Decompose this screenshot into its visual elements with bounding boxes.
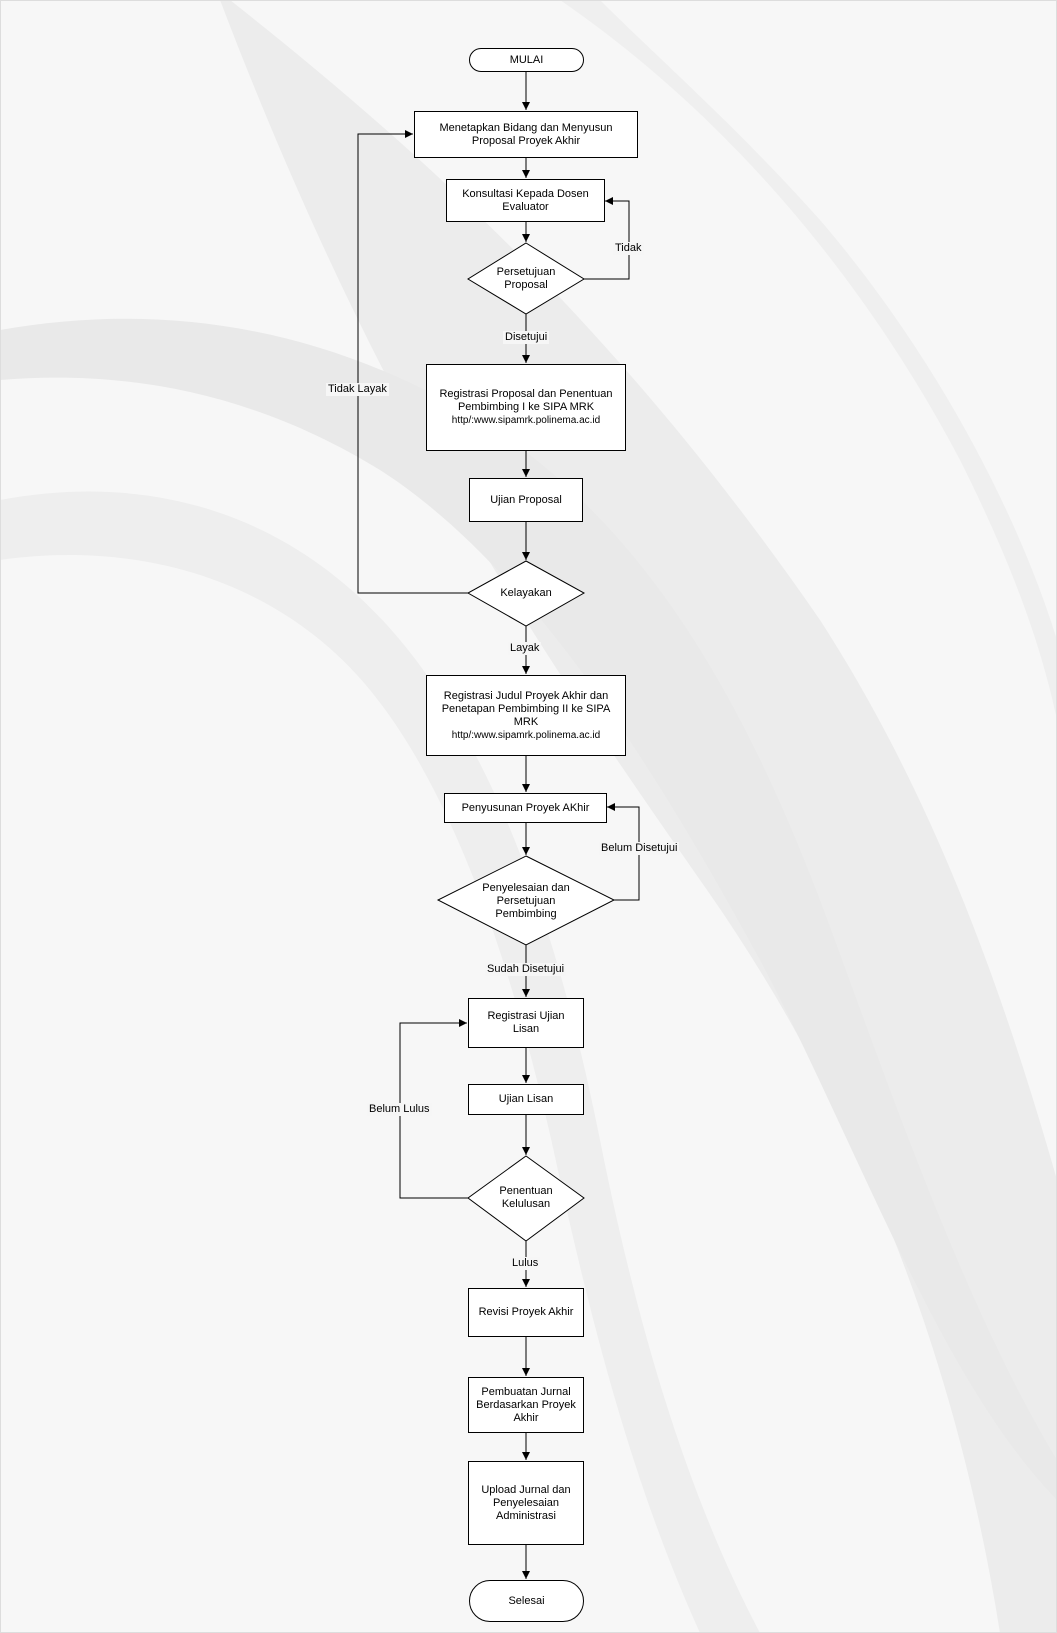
start-terminal: MULAI [469,48,584,72]
step-ujian-proposal: Ujian Proposal [469,478,583,522]
step-registrasi-ujian-lisan: Registrasi Ujian Lisan [468,998,584,1048]
edge-d2-s1-tidak-layak [357,130,468,594]
edge-label-belum-disetujui: Belum Disetujui [599,842,680,855]
step-ujian-lisan: Ujian Lisan [468,1084,584,1115]
edge-label-tidak: Tidak [613,242,644,255]
end-terminal: Selesai [469,1580,584,1622]
step-label: Registrasi Ujian Lisan [487,1010,565,1035]
step-url: http/:www.sipamrk.polinema.ac.id [451,415,601,426]
step-registrasi-judul: Registrasi Judul Proyek Akhir dan Peneta… [426,675,626,756]
step-revisi-proyek: Revisi Proyek Akhir [468,1288,584,1337]
step-label: Registrasi Proposal dan Penentuan Pembim… [439,388,613,413]
step-registrasi-proposal: Registrasi Proposal dan Penentuan Pembim… [426,364,626,451]
step-penyusunan-proyek: Penyusunan Proyek AKhir [444,793,607,823]
step-upload-jurnal: Upload Jurnal dan Penyelesaian Administr… [468,1461,584,1545]
edge-label-sudah-disetujui: Sudah Disetujui [485,963,567,976]
step-label: Konsultasi Kepada Dosen Evaluator [462,187,589,213]
decision-d4-shape [467,1155,585,1242]
decision-d3-shape [436,855,616,946]
step-menetapkan-bidang: Menetapkan Bidang dan Menyusun Proposal … [414,111,638,158]
step-label: Registrasi Judul Proyek Akhir dan Peneta… [441,689,611,728]
start-label: MULAI [509,53,544,66]
edge-label-lulus: Lulus [510,1257,541,1270]
step-pembuatan-jurnal: Pembuatan Jurnal Berdasarkan Proyek Akhi… [468,1377,584,1433]
edge-label-belum-lulus: Belum Lulus [367,1103,432,1116]
step-url: http/:www.sipamrk.polinema.ac.id [451,729,601,741]
end-label: Selesai [508,1594,545,1607]
step-label: Ujian Lisan [498,1093,554,1105]
step-label: Revisi Proyek Akhir [478,1306,574,1318]
step-label: Upload Jurnal dan Penyelesaian Administr… [481,1483,571,1522]
edge-label-layak: Layak [508,642,542,655]
decision-d1-shape [467,242,585,315]
step-label: Menetapkan Bidang dan Menyusun Proposal … [439,121,613,147]
step-label: Ujian Proposal [490,493,562,506]
edge-label-tidak-layak: Tidak Layak [326,383,389,396]
edge-d1-s2-tidak [584,197,630,280]
decision-d2-shape [466,560,586,627]
edge-label-disetujui: Disetujui [503,331,550,344]
step-label: Pembuatan Jurnal Berdasarkan Proyek Akhi… [476,1385,576,1424]
step-label: Penyusunan Proyek AKhir [461,801,590,814]
step-konsultasi-dosen: Konsultasi Kepada Dosen Evaluator [446,179,605,222]
